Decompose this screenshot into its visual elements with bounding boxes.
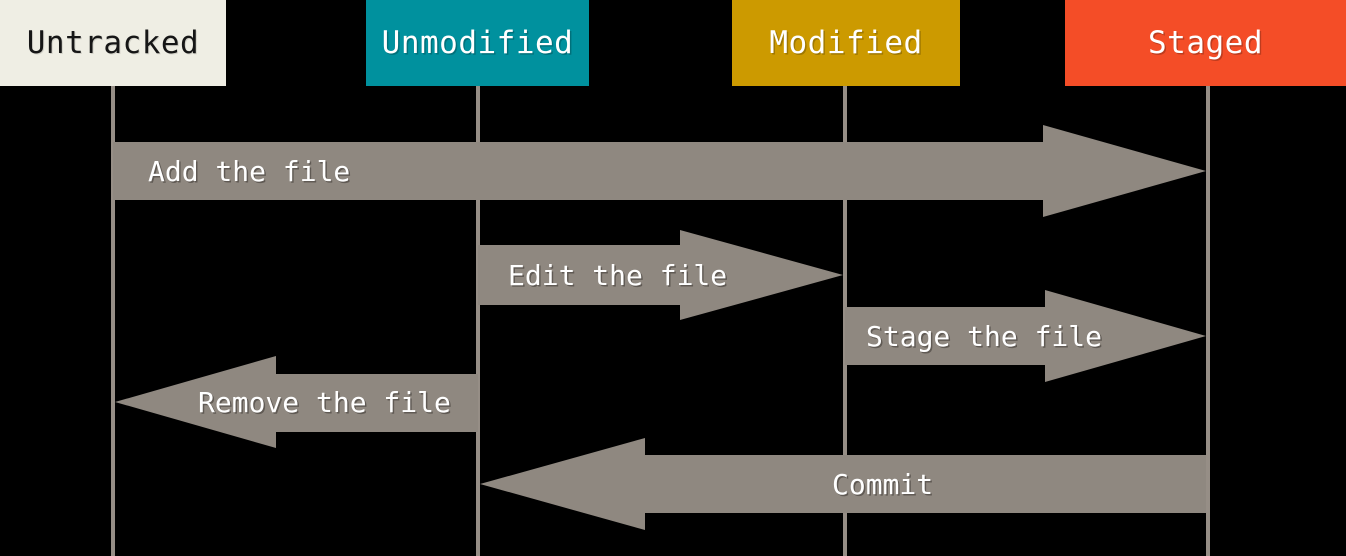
arrowhead-left-icon: [480, 438, 645, 530]
state-box-staged: Staged: [1065, 0, 1346, 86]
state-box-unmodified: Unmodified: [366, 0, 589, 86]
transition-label-commit: Commit: [832, 467, 934, 501]
state-box-modified: Modified: [732, 0, 960, 86]
arrowhead-left-icon: [115, 356, 276, 448]
state-label-modified: Modified: [769, 25, 923, 61]
arrow-remove-the-file: [276, 374, 478, 432]
state-box-untracked: Untracked: [0, 0, 226, 86]
transition-label-remove: Remove the file: [198, 385, 451, 419]
lifeline-staged: [1206, 86, 1210, 556]
lifeline-untracked: [111, 86, 115, 556]
arrowhead-right-icon: [1045, 290, 1206, 382]
arrow-edit-the-file: [478, 245, 680, 305]
transition-label-stage: Stage the file: [866, 319, 1103, 353]
arrow-add-the-file: [113, 142, 1043, 200]
state-label-staged: Staged: [1148, 25, 1263, 61]
state-label-unmodified: Unmodified: [381, 25, 574, 61]
transition-label-edit: Edit the file: [508, 258, 728, 292]
lifeline-unmodified: [476, 86, 480, 556]
arrow-commit: [645, 455, 1206, 513]
arrowhead-right-icon: [680, 230, 843, 320]
transition-label-add: Add the file: [148, 154, 351, 188]
arrowhead-right-icon: [1043, 125, 1206, 217]
state-label-untracked: Untracked: [26, 25, 200, 61]
arrow-stage-the-file: [845, 307, 1045, 365]
